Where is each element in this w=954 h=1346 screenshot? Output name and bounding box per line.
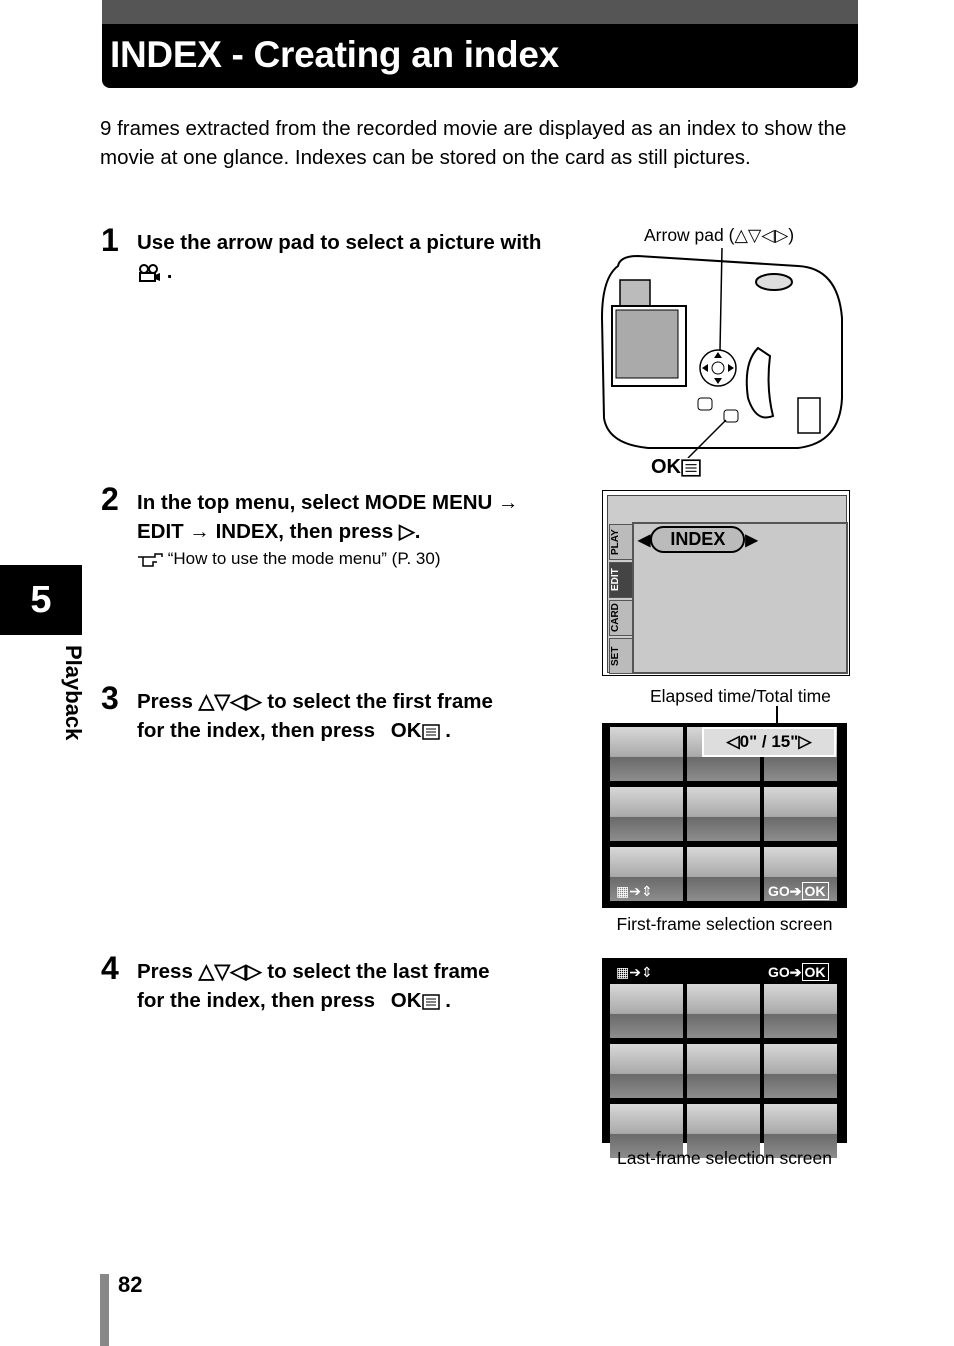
thumbnail-frame	[610, 727, 683, 781]
step-1-number: 1	[101, 222, 119, 258]
thumbnail-frame	[687, 1044, 760, 1098]
thumbnail-frame	[687, 787, 760, 841]
camera-illustration	[600, 248, 843, 458]
grid-move-icon: ▦➔⇕	[616, 964, 653, 980]
page-marker-bar	[100, 1274, 109, 1346]
go-label: GO	[768, 964, 790, 980]
menu-tab-play: PLAY	[609, 524, 633, 560]
page-number: 82	[118, 1272, 143, 1297]
menu-list-icon	[421, 993, 440, 1010]
thumbnail-frame	[764, 1104, 837, 1158]
arrow-pad-label: Arrow pad (△▽◁▷)	[644, 225, 795, 245]
step-4-line1: Press △▽◁▷ to select the last frame	[137, 960, 490, 983]
menu-list-icon	[681, 459, 701, 477]
reference-text: “How to use the mode menu” (P. 30)	[167, 549, 441, 568]
step-2-text: In the top menu, select MODE MENU → EDIT…	[137, 488, 519, 546]
step-2-line1: In the top menu, select MODE MENU →	[137, 491, 519, 514]
last-frame-screen: ▦➔⇕ GO➔OK	[602, 958, 847, 1158]
ok-small-label: OK	[801, 882, 829, 900]
first-frame-caption: First-frame selection screen	[616, 914, 833, 934]
chapter-label: Playback	[52, 645, 92, 765]
last-frame-caption: Last-frame selection screen	[617, 1148, 832, 1168]
step-3-line1: Press △▽◁▷ to select the first frame	[137, 690, 493, 713]
thumbnail-frame	[610, 787, 683, 841]
menu-item-index: INDEX	[650, 526, 746, 553]
thumbnail-frame	[764, 1044, 837, 1098]
chapter-number-tab: 5	[0, 565, 82, 635]
grid-move-icon: ▦➔⇕	[616, 883, 653, 899]
intro-paragraph: 9 frames extracted from the recorded mov…	[100, 117, 847, 169]
ok-button-icon	[723, 409, 739, 423]
pointing-hand-icon	[138, 552, 163, 567]
step-3-number: 3	[101, 680, 119, 716]
menu-list-icon	[421, 723, 440, 740]
thumbnail-frame	[764, 984, 837, 1038]
thumbnail-frame	[764, 847, 837, 901]
ok-small-label: OK	[801, 963, 829, 981]
page-title: INDEX - Creating an index	[110, 34, 559, 75]
menu-tab-set: SET	[609, 638, 633, 674]
thumbnail-frame	[687, 1104, 760, 1158]
step-2-number: 2	[101, 481, 119, 517]
step-4-line2: for the index, then press	[137, 989, 376, 1012]
step-1-line2-row: .	[137, 257, 541, 286]
step-3-text: Press △▽◁▷ to select the first frame for…	[137, 687, 493, 745]
step-1-line1: Use the arrow pad to select a picture wi…	[137, 231, 542, 254]
thumbnail-frame	[610, 984, 683, 1038]
elapsed-time-label: Elapsed time/Total time	[650, 686, 831, 706]
ok-button-label: OK	[390, 989, 422, 1012]
thumbnail-frame	[687, 847, 760, 901]
menu-tab-card: CARD	[609, 600, 633, 636]
menu-tab-edit: EDIT	[609, 562, 633, 598]
time-display: 0" / 15"	[739, 732, 799, 751]
title-banner: INDEX - Creating an index	[102, 0, 858, 88]
chapter-label-text: Playback	[61, 645, 86, 741]
step-2-line2: EDIT → INDEX, then press ▷.	[137, 520, 421, 543]
movie-icon	[139, 263, 160, 282]
thumbnail-frame	[687, 984, 760, 1038]
ok-button-label: OK	[390, 719, 422, 742]
step-1-line2: .	[166, 260, 173, 283]
thumbnail-frame	[610, 1104, 683, 1158]
step-4-text: Press △▽◁▷ to select the last frame for …	[137, 957, 489, 1015]
step-3-line2-row: for the index, then press OK .	[137, 719, 451, 742]
camera-ok-label: OK	[651, 456, 701, 479]
step-4-number: 4	[101, 950, 119, 986]
thumbnail-frame	[764, 787, 837, 841]
step-2-reference: “How to use the mode menu” (P. 30)	[137, 549, 441, 569]
step-4-line2-row: for the index, then press OK .	[137, 989, 451, 1012]
thumbnail-frame	[610, 1044, 683, 1098]
camera-ok-text: OK	[651, 456, 681, 478]
thumbnail-frame	[610, 847, 683, 901]
first-frame-screen: ◁0" / 15"▷ ▦➔⇕ GO➔OK	[602, 723, 847, 908]
go-label: GO	[768, 883, 790, 899]
step-3-line2: for the index, then press	[137, 719, 376, 742]
step-1-text: Use the arrow pad to select a picture wi…	[137, 228, 541, 286]
title-strip	[102, 0, 858, 24]
